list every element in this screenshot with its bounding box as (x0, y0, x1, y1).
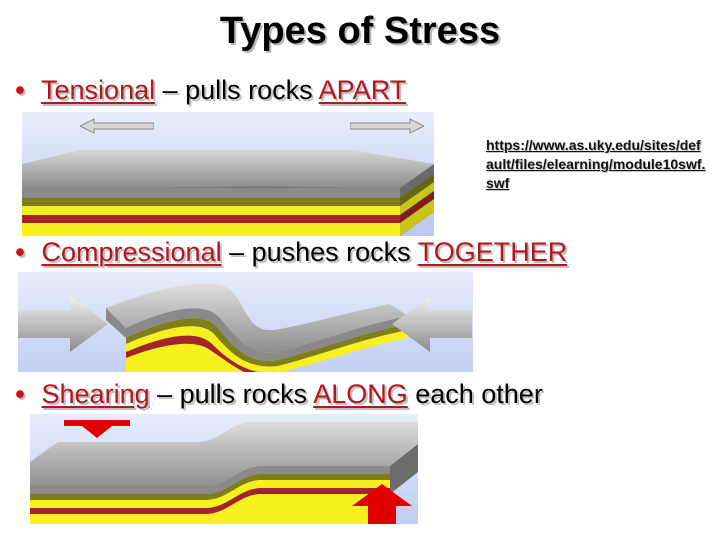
bullet-text: – pulls rocks (155, 75, 319, 105)
bullet-marker: • (15, 237, 25, 267)
right-arrow-icon (18, 296, 108, 352)
bullet-text: – pushes rocks (221, 237, 418, 267)
up-arrow-icon (352, 484, 412, 524)
tension-illustration (22, 112, 434, 236)
term-tensional: Tensional (41, 75, 156, 105)
bullet-marker: • (15, 75, 25, 105)
left-arrow-icon (392, 296, 472, 352)
bullet-tensional: • Tensional – pulls rocks APART (6, 75, 406, 106)
bullet-marker: • (15, 379, 25, 409)
term-shearing: Shearing (41, 379, 150, 409)
bullet-shearing: • Shearing – pulls rocks ALONG each othe… (6, 379, 543, 410)
term-compressional: Compressional (41, 237, 222, 267)
bullet-compressional: • Compressional – pushes rocks TOGETHER (6, 237, 567, 268)
right-arrow-icon (350, 118, 424, 134)
bullet-tail: each other (407, 379, 543, 409)
left-arrow-icon (80, 118, 154, 134)
bullet-text: – pulls rocks (149, 379, 314, 409)
emphasis-along: ALONG (313, 379, 408, 409)
emphasis-apart: APART (318, 75, 407, 105)
down-arrow-icon (64, 420, 130, 438)
emphasis-together: TOGETHER (417, 237, 568, 267)
source-link[interactable]: https://www.as.uky.edu/sites/default/fil… (486, 137, 706, 191)
slide-title: Types of Stress (219, 10, 501, 52)
